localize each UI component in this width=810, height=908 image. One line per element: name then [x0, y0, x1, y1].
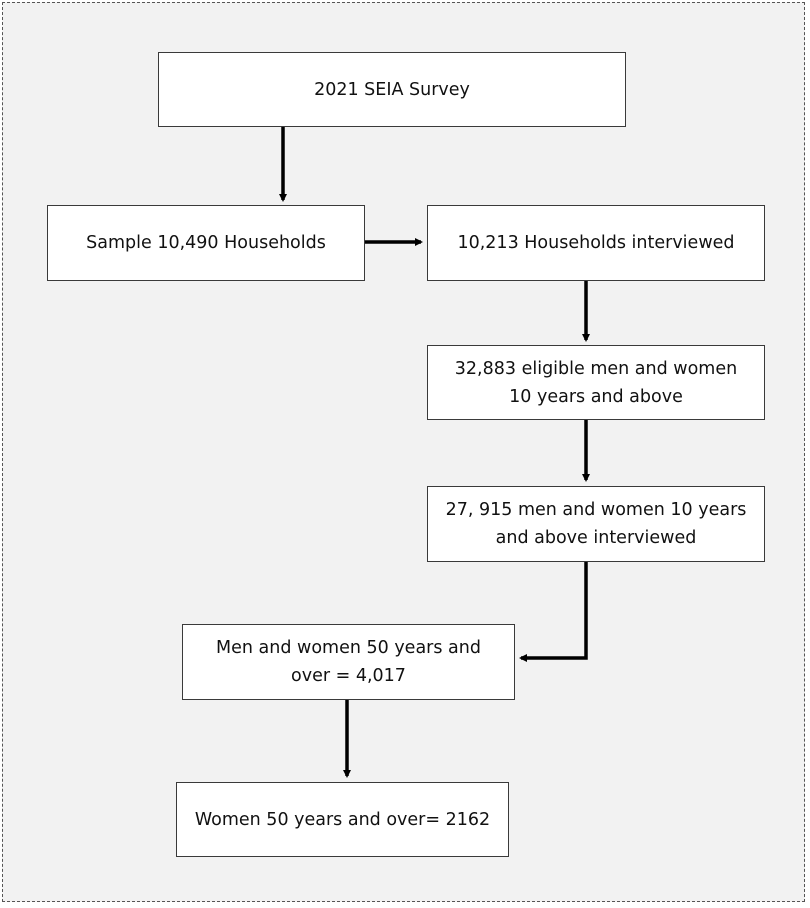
node-women-over-50: Women 50 years and over= 2162: [176, 782, 509, 857]
node-eligible-line-1: 32,883 eligible men and women: [454, 358, 738, 379]
node-households-interviewed: 10,213 Households interviewed: [427, 205, 765, 281]
node-survey-line-1: 2021 SEIA Survey: [314, 79, 470, 100]
node-eligible-line-2: 10 years and above: [509, 386, 683, 407]
node-women50-line-1: Women 50 years and over= 2162: [194, 809, 491, 830]
node-over50-line-2: over = 4,017: [291, 666, 406, 686]
node-over-50: Men and women 50 years and over = 4,017: [182, 624, 515, 700]
node-people-interviewed-line-1: 27, 915 men and women 10 years: [445, 500, 747, 520]
node-eligible-people: 32,883 eligible men and women 10 years a…: [427, 345, 765, 420]
node-people-interviewed: 27, 915 men and women 10 years and above…: [427, 486, 765, 562]
node-survey: 2021 SEIA Survey: [158, 52, 626, 127]
node-sample-households: Sample 10,490 Households: [47, 205, 365, 281]
node-over50-line-1: Men and women 50 years and: [216, 638, 481, 658]
node-people-interviewed-line-2: and above interviewed: [495, 528, 697, 548]
node-households-interviewed-line-1: 10,213 Households interviewed: [457, 233, 735, 253]
node-sample-line-1: Sample 10,490 Households: [86, 233, 326, 253]
